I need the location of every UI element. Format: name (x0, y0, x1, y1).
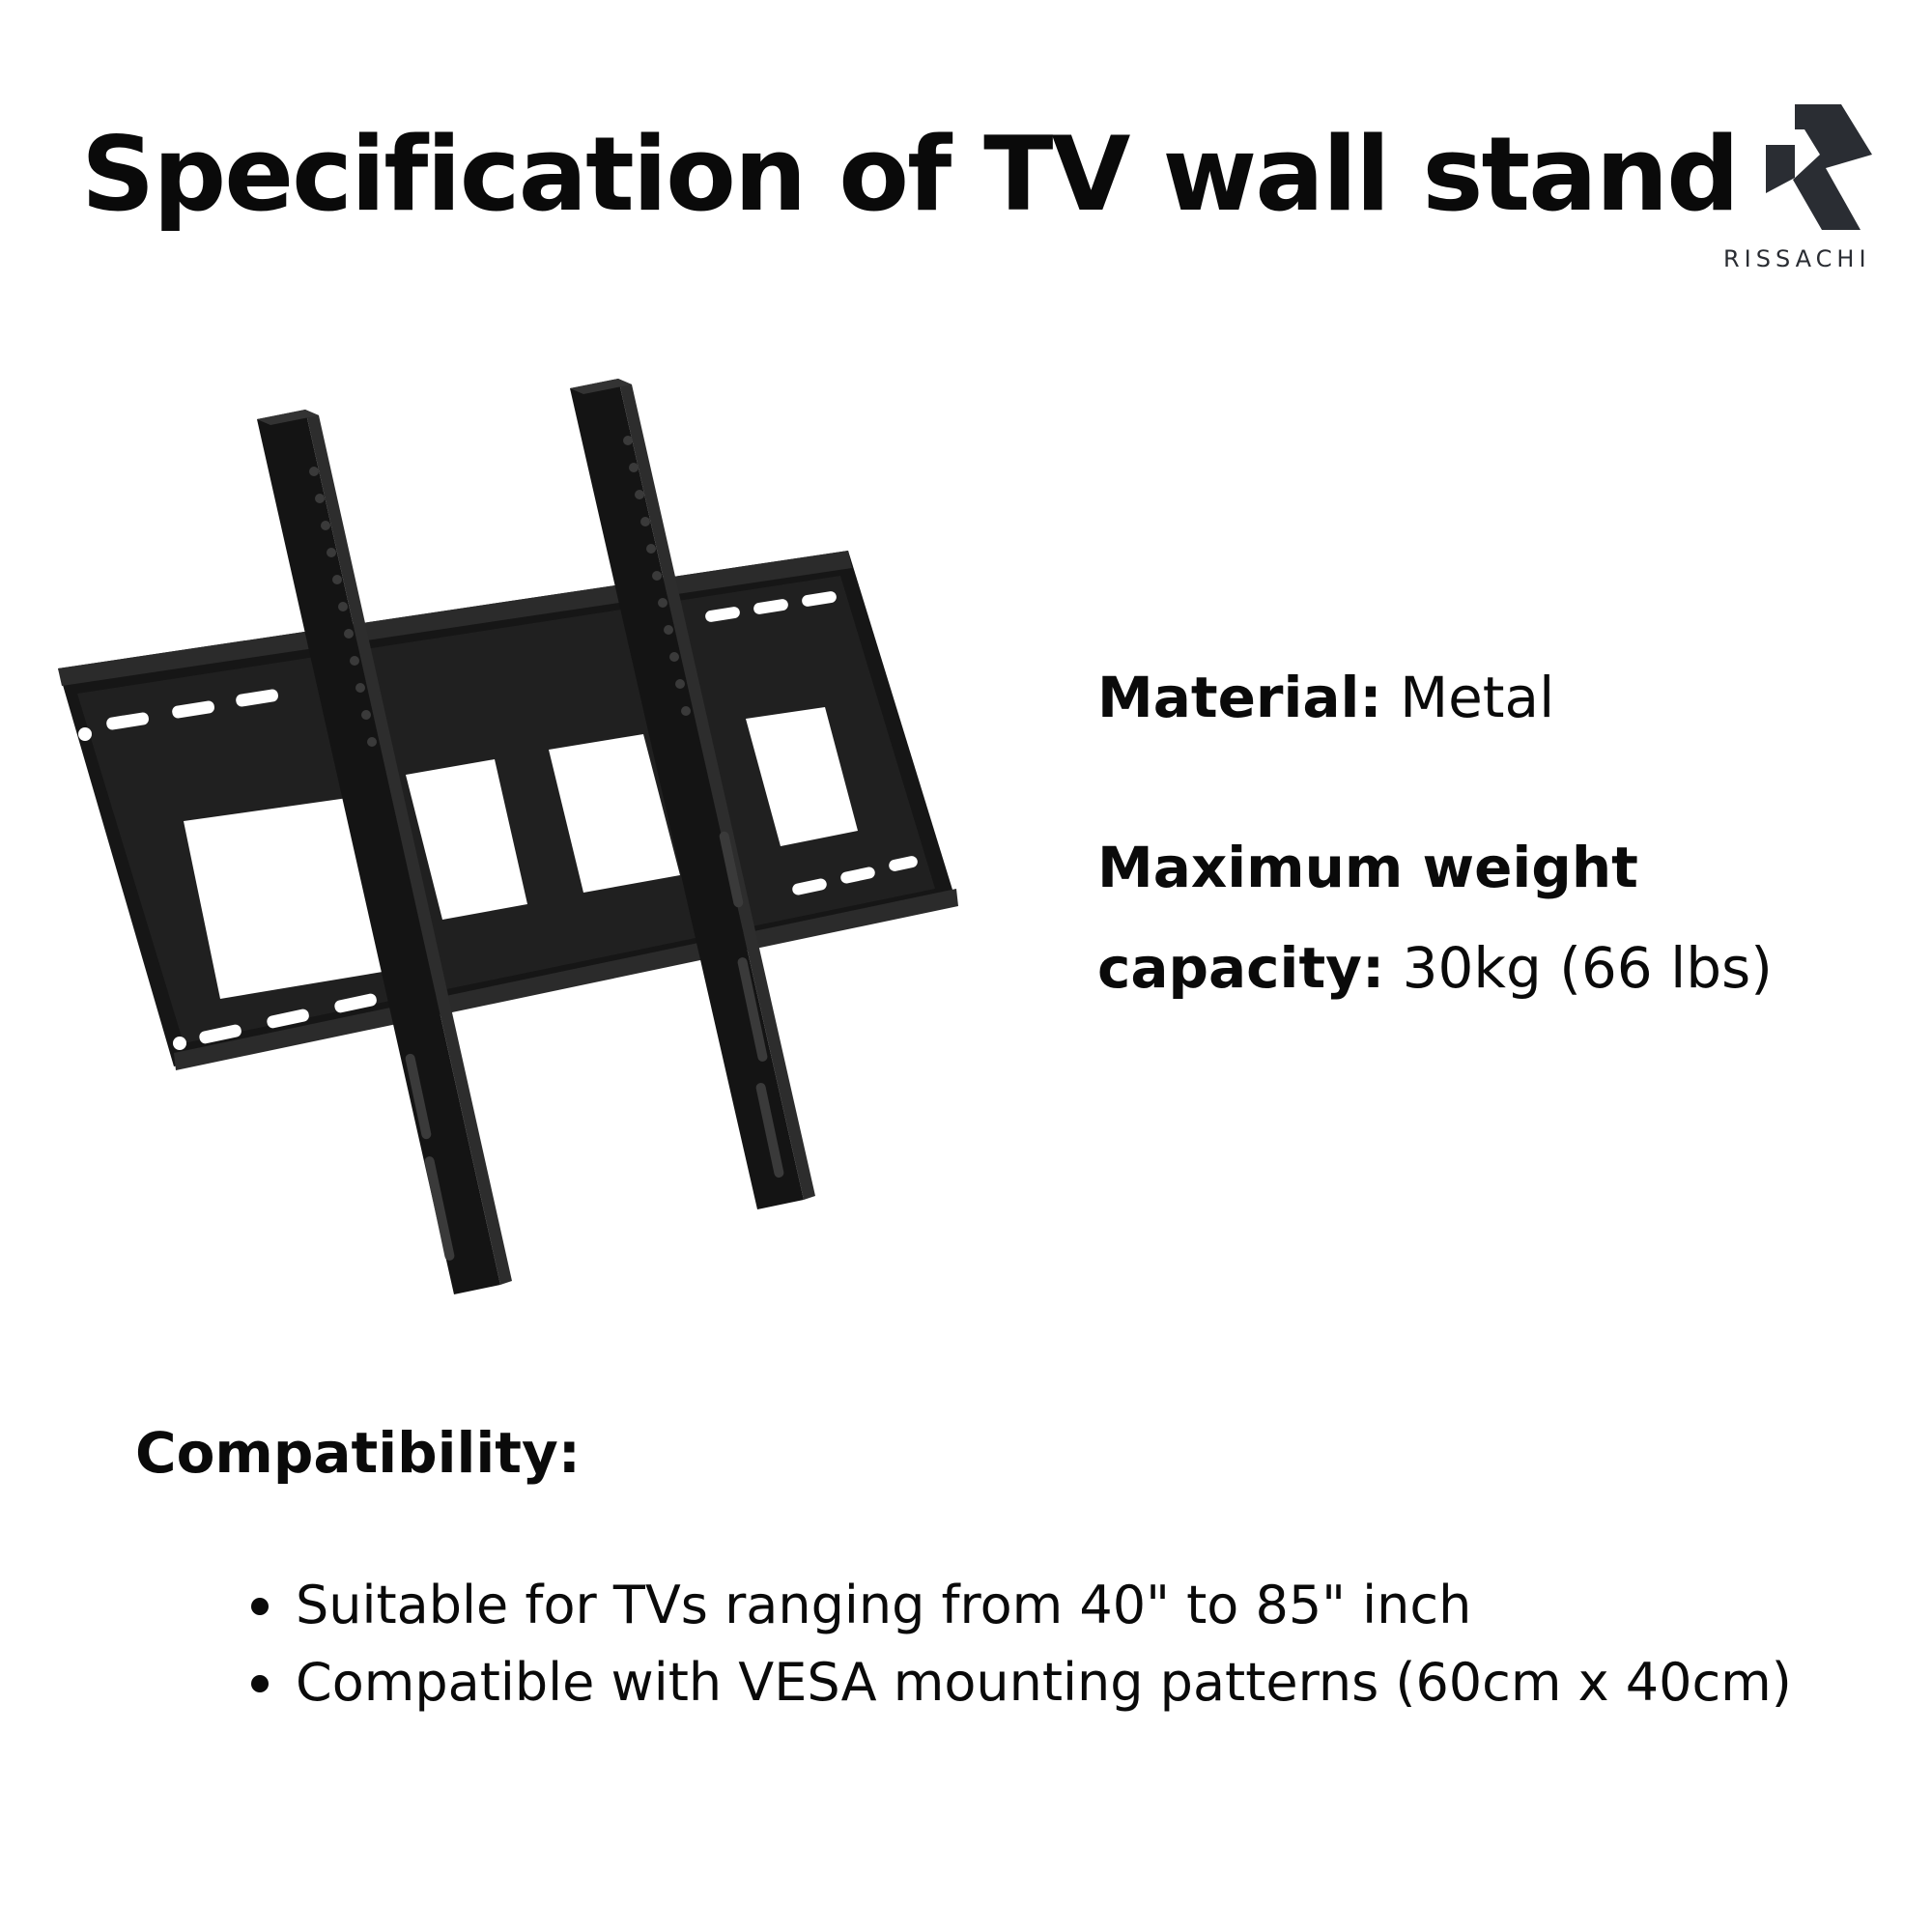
compatibility-heading: Compatibility: (135, 1420, 581, 1486)
spec-material-label: Material: (1097, 665, 1382, 730)
spec-material: Material: Metal (1097, 647, 1554, 748)
spec-weight-label-line2: capacity: (1097, 935, 1385, 1001)
list-item: Suitable for TVs ranging from 40" to 85"… (251, 1567, 1792, 1644)
spec-weight-value: 30kg (66 lbs) (1402, 935, 1773, 1001)
spec-weight: Maximum weight capacity: 30kg (66 lbs) (1097, 817, 1773, 1018)
mount-plate (58, 551, 958, 1070)
stylized-r-logo-icon (1766, 104, 1872, 230)
compatibility-list: Suitable for TVs ranging from 40" to 85"… (251, 1567, 1792, 1721)
page-title: Specification of TV wall stand (81, 115, 1740, 234)
bullet-icon (251, 1675, 269, 1692)
compatibility-item-text: Suitable for TVs ranging from 40" to 85"… (296, 1575, 1472, 1635)
compatibility-item-text: Compatible with VESA mounting patterns (… (296, 1652, 1792, 1713)
brand-logo: RISSACHI (1723, 104, 1888, 278)
list-item: Compatible with VESA mounting patterns (… (251, 1644, 1792, 1721)
brand-name: RISSACHI (1723, 245, 1871, 272)
tv-wall-mount-image (58, 379, 958, 1294)
right-mounting-arm (570, 379, 815, 1209)
spec-weight-label-line1: Maximum weight (1097, 835, 1638, 900)
left-mounting-arm (257, 410, 512, 1294)
bullet-icon (251, 1598, 269, 1615)
spec-material-value: Metal (1400, 665, 1555, 730)
